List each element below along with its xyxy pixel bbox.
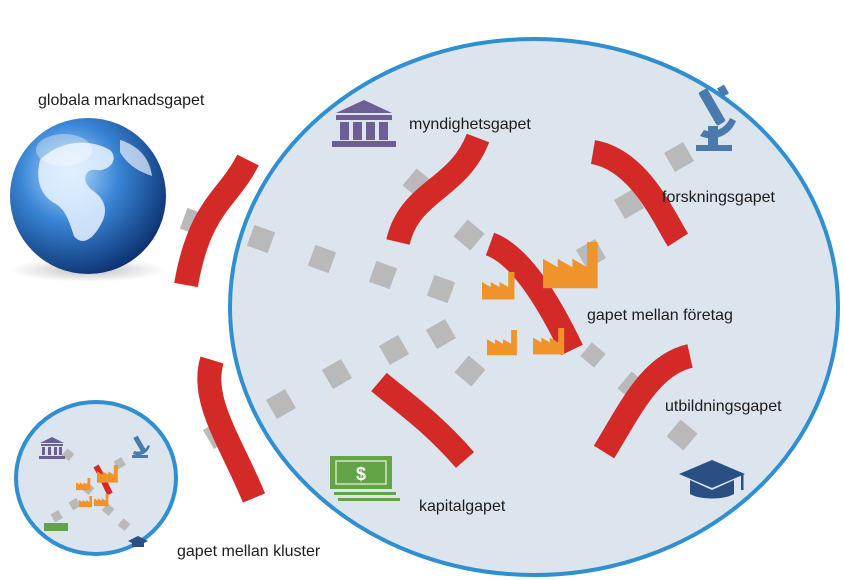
label-research-gap: forskningsgapet bbox=[662, 189, 775, 206]
label-global-market-gap: globala marknadsgapet bbox=[38, 92, 205, 109]
label-cluster-gap: gapet mellan kluster bbox=[177, 543, 321, 560]
main-cluster bbox=[228, 37, 840, 577]
globe-icon bbox=[10, 118, 166, 282]
gap-bar-clusters bbox=[197, 356, 266, 503]
gap-bar-global bbox=[174, 154, 259, 288]
microscope-icon bbox=[696, 84, 736, 151]
gap-bar-authority bbox=[386, 133, 490, 246]
label-capital-gap: kapitalgapet bbox=[419, 498, 506, 515]
label-company-gap: gapet mellan företag bbox=[587, 307, 733, 324]
small-cap-icon bbox=[128, 536, 148, 547]
small-microscope-icon bbox=[132, 435, 150, 458]
label-authority-gap: myndighetsgapet bbox=[409, 116, 531, 133]
gap-bars bbox=[174, 133, 694, 503]
government-building-icon bbox=[332, 100, 396, 147]
gap-bar-education bbox=[593, 344, 694, 459]
graduation-cap-icon bbox=[679, 460, 745, 499]
small-dollar-icon bbox=[44, 523, 68, 531]
gap-bar-research bbox=[590, 140, 689, 247]
svg-text:$: $ bbox=[356, 464, 366, 484]
label-education-gap: utbildningsgapet bbox=[665, 398, 782, 415]
connector-squares bbox=[179, 141, 698, 451]
small-cluster bbox=[14, 400, 178, 556]
dollar-bill-icon: $ bbox=[330, 456, 400, 501]
small-building-icon bbox=[39, 437, 65, 459]
gap-bar-capital bbox=[371, 372, 475, 468]
